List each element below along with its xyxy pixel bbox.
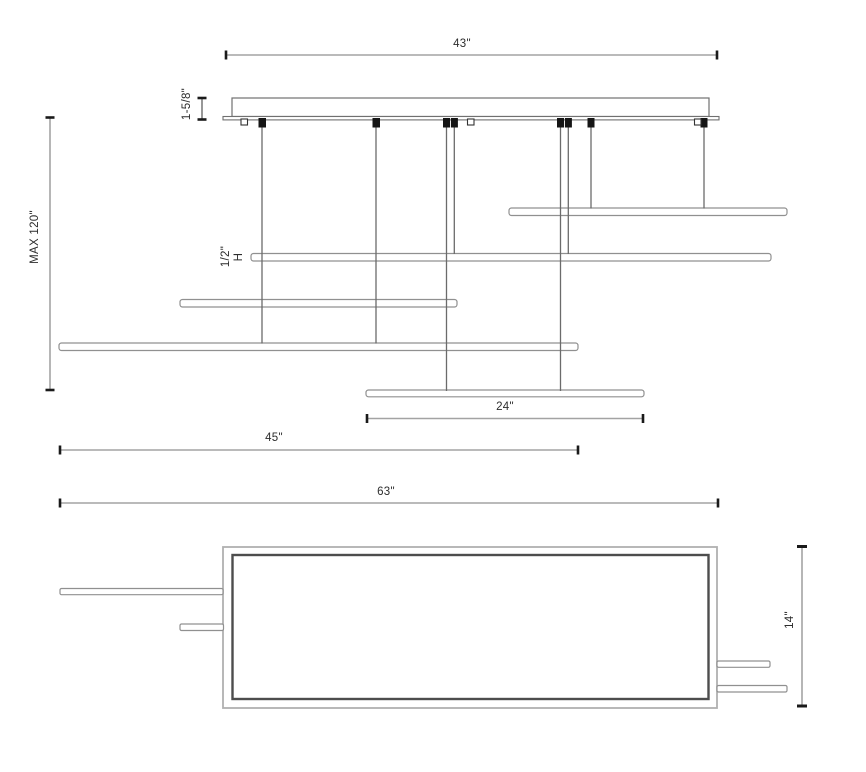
label-bar-thickness: 1/2" H [220,246,245,267]
dimension-label: 24" [496,401,514,413]
dimension-max-drop: MAX 120" [29,116,55,392]
plan-bar-right-lower [716,684,788,693]
dimension-label: 45" [265,432,283,444]
light-bar-3 [179,298,458,308]
mounting-square-3 [693,118,702,126]
cable-gripper-4 [450,118,458,128]
light-bar-5 [365,389,645,398]
dimension-canopy-height: 1-5/8" [181,88,207,121]
cable-gripper-8 [700,118,708,128]
light-bar-2 [250,252,772,262]
dimension-label: MAX 120" [29,210,41,264]
bar-thickness-value: 1/2" [220,246,232,267]
elevation-view: 43" 1-5/8" MAX 120" 1/2" H 24" [29,38,788,508]
bar-thickness-qualifier: H [233,253,245,262]
light-bar-4 [58,342,579,352]
cable-gripper-1 [258,118,266,128]
dimension-label: 63" [377,486,395,498]
light-bar-1 [508,207,788,217]
dimension-label: 14" [784,611,796,629]
dimension-mid-bar: 45" [58,432,580,455]
dimension-canopy-width: 43" [224,38,719,60]
plan-canopy-inner [231,553,710,701]
dimension-bottom-bar: 24" [365,401,645,423]
cable-gripper-5 [557,118,564,128]
canopy-body [231,97,710,118]
plan-bar-right-upper [716,660,771,668]
mounting-square-2 [466,118,475,126]
cable-gripper-7 [587,118,595,128]
cable-gripper-6 [564,118,572,128]
dimension-overall-depth: 14" [784,545,807,708]
cable-gripper-2 [372,118,380,128]
dimension-overall-length: 63" [58,486,720,508]
mounting-square-1 [240,118,249,126]
plan-bar-left-lower [179,623,225,632]
plan-bar-left-upper [59,587,224,596]
plan-view: 14" [59,545,807,709]
dimension-label: 1-5/8" [181,88,193,120]
cable-gripper-3 [443,118,450,128]
dimension-label: 43" [453,38,471,50]
